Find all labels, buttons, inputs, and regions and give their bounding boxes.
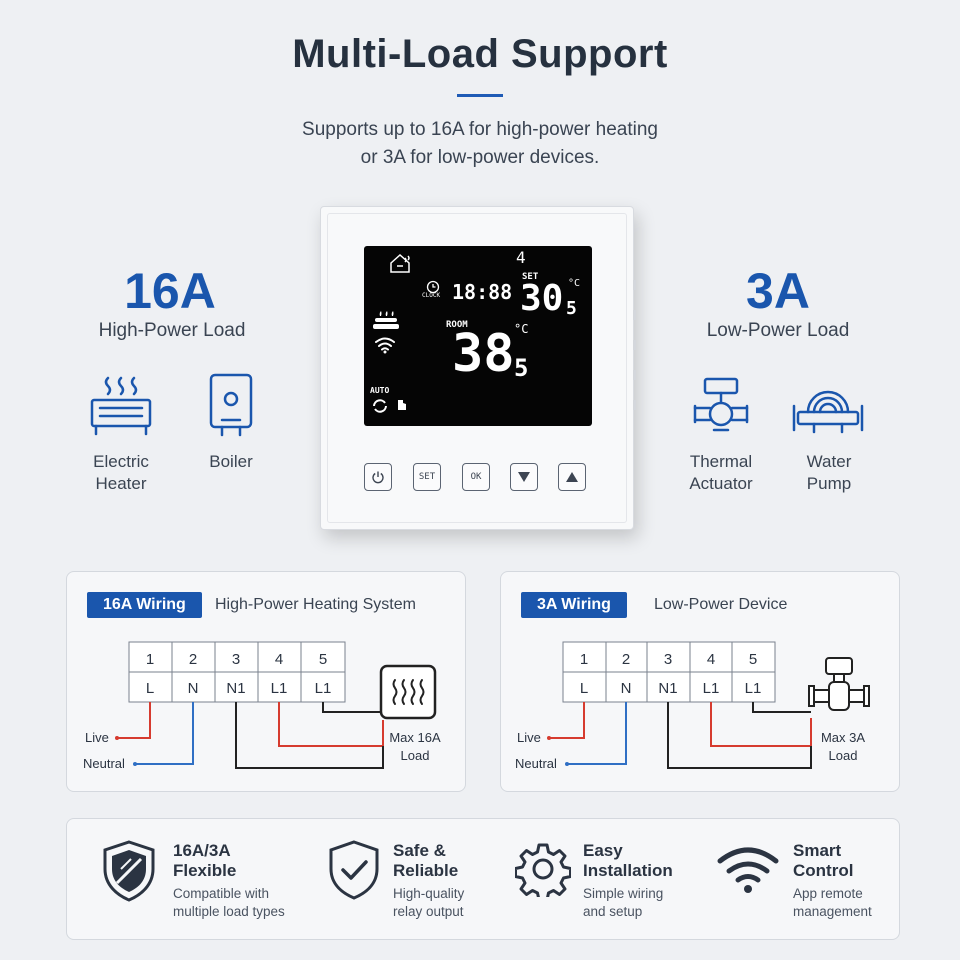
feature-title: Safe & Reliable [393, 841, 459, 880]
triangle-up-icon [566, 472, 578, 482]
terminal-label: L1 [315, 680, 332, 697]
heating-icon [373, 311, 399, 329]
set-button[interactable]: SET [413, 463, 441, 491]
wiring-tag-16a: 16A Wiring [87, 592, 202, 618]
neutral-label: Neutral [515, 756, 557, 771]
down-button[interactable] [510, 463, 538, 491]
water-pump-icon [792, 390, 864, 434]
device-label-boiler: Boiler [209, 452, 253, 471]
valve-actuator-icon [808, 657, 870, 711]
lcd-auto-label: AUTO [370, 386, 390, 395]
wiring-diagram-3a: 1 2 3 4 5 L N N1 L1 L1 Live Neutral [515, 641, 870, 771]
shield-slash-icon [103, 840, 155, 902]
live-label: Live [517, 730, 541, 745]
feature-bar: 16A/3A Flexible Compatible with multiple… [66, 818, 900, 940]
load-label: Load [829, 748, 858, 763]
page-title: Multi-Load Support [292, 32, 668, 76]
thermal-actuator-icon [693, 377, 749, 432]
wiring-tag-3a: 3A Wiring [521, 592, 627, 618]
low-power-label: Low-Power Load [706, 320, 850, 341]
feature-desc: Simple wiring and setup [583, 886, 664, 919]
side-vent [633, 280, 636, 410]
feature-desc: High-quality relay output [393, 886, 465, 919]
high-power-label: High-Power Load [98, 320, 246, 341]
terminal-number: 4 [707, 651, 715, 668]
wifi-icon [717, 847, 779, 893]
subtitle: Supports up to 16A for high-power heatin… [230, 116, 730, 172]
terminal-label: L [146, 680, 154, 697]
lcd-set-temp: 30 [520, 278, 564, 319]
load-rating-label: Max 16A [389, 730, 441, 745]
terminal-label: N [188, 680, 199, 697]
gear-icon [515, 843, 571, 897]
feature-desc: App remote management [793, 886, 872, 919]
power-icon [372, 471, 384, 484]
terminal-label: L1 [271, 680, 288, 697]
feature-title: Easy Installation [583, 841, 673, 880]
terminal-number: 3 [664, 651, 672, 668]
lcd-room-unit: °C [514, 322, 529, 336]
heater-load-icon [379, 664, 437, 720]
electric-heater-icon [90, 376, 152, 436]
terminal-number: 5 [749, 651, 757, 668]
lcd-room-label: ROOM [446, 320, 468, 330]
boiler-icon [209, 373, 253, 437]
terminal-label: L1 [703, 680, 720, 697]
wiring-title-16a: High-Power Heating System [215, 596, 416, 613]
terminal-label: N [621, 680, 632, 697]
terminal-number: 3 [232, 651, 240, 668]
terminal-number: 4 [275, 651, 283, 668]
shield-check-icon [329, 840, 379, 900]
feature-title: Smart Control [793, 841, 854, 880]
lcd-clock-label: CLOCK [422, 292, 441, 299]
device-label-thermal-actuator: Thermal Actuator [689, 452, 753, 493]
power-button[interactable] [364, 463, 392, 491]
live-label: Live [85, 730, 109, 745]
feature-desc: Compatible with multiple load types [173, 886, 285, 919]
triangle-down-icon [518, 472, 530, 482]
lcd-set-decimal: 5 [566, 298, 577, 319]
lcd-set-label: SET [522, 272, 539, 282]
subtitle-line-2: or 3A for low-power devices. [360, 147, 600, 168]
device-label-electric-heater: Electric Heater [93, 452, 149, 493]
neutral-label: Neutral [83, 756, 125, 771]
lcd-room-decimal: 5 [514, 354, 529, 382]
wiring-panel-16a: 16A Wiring High-Power Heating System 1 2… [66, 571, 466, 792]
wiring-title-3a: Low-Power Device [654, 596, 788, 613]
ok-button[interactable]: OK [462, 463, 490, 491]
title-underline [457, 94, 503, 97]
high-power-amp: 16A [124, 263, 216, 319]
home-heat-icon [390, 253, 410, 273]
low-power-amp: 3A [746, 263, 810, 319]
subtitle-line-1: Supports up to 16A for high-power heatin… [302, 119, 658, 140]
device-label-water-pump: Water Pump [806, 452, 852, 493]
thermostat-screen: 4 CLOCK 18:88 SET 30 5 °C ROOM 38 5 °C A… [364, 246, 592, 426]
lcd-clock-time: 18:88 [452, 280, 513, 304]
load-rating-label: Max 3A [821, 730, 865, 745]
terminal-number: 2 [189, 651, 197, 668]
load-label: Load [401, 748, 430, 763]
auto-mode-icon [373, 399, 406, 413]
lcd-wifi-icon [375, 337, 395, 354]
terminal-number: 1 [146, 651, 154, 668]
up-button[interactable] [558, 463, 586, 491]
terminal-label: L1 [745, 680, 762, 697]
terminal-label: N1 [226, 680, 245, 697]
wiring-panel-3a: 3A Wiring Low-Power Device 1 2 3 4 5 L N… [500, 571, 900, 792]
wiring-diagram-16a: 1 2 3 4 5 L N N1 L1 L1 Live Neutral [83, 641, 441, 771]
terminal-label: N1 [658, 680, 677, 697]
terminal-label: L [580, 680, 588, 697]
lcd-set-unit: °C [568, 278, 581, 289]
terminal-number: 2 [622, 651, 630, 668]
lcd-room-temp: 38 [452, 324, 515, 384]
clock-icon [426, 280, 440, 294]
feature-title: 16A/3A Flexible [173, 841, 237, 880]
terminal-number: 5 [319, 651, 327, 668]
terminal-number: 1 [580, 651, 588, 668]
lcd-weekday: 4 [516, 248, 526, 267]
